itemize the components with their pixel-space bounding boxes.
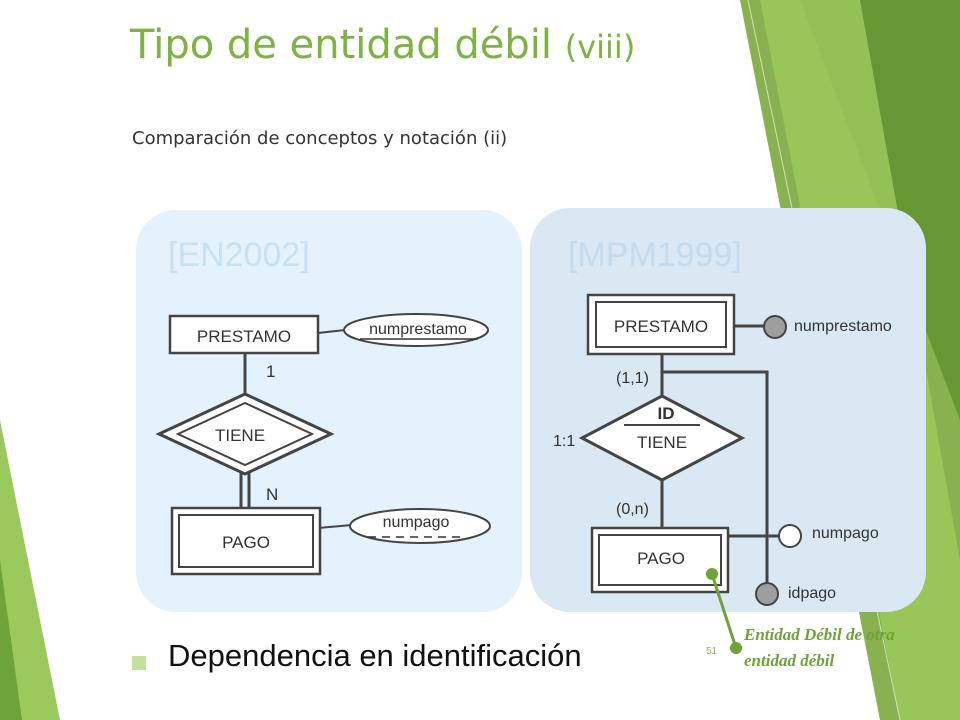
right-attr-idpago-dot xyxy=(755,582,779,606)
right-line-owner-idpago xyxy=(662,370,769,592)
left-relationship-tiene-inner xyxy=(175,401,315,467)
annotation-pointer-dot-top xyxy=(706,568,718,580)
right-attr-numprestamo-dot xyxy=(763,315,787,339)
annotation-text: Entidad Débil de otra entidad débil xyxy=(744,625,895,670)
annotation-pointer-line xyxy=(710,573,738,649)
right-relationship-tiene-label: TIENE xyxy=(637,433,687,452)
left-relationship-tiene-label: TIENE xyxy=(215,426,265,445)
left-entity-pago xyxy=(170,506,322,576)
left-card-owner: 1 xyxy=(266,362,275,381)
left-entity-pago-label: PAGO xyxy=(222,533,270,552)
left-relationship-tiene xyxy=(155,392,335,476)
left-entity-pago-inner xyxy=(178,514,314,568)
right-attr-numpago-dot xyxy=(778,524,802,548)
page-number: 51 xyxy=(706,646,718,657)
right-attr-numpago-label: numpago xyxy=(812,525,879,542)
left-attr-numpago xyxy=(349,508,491,544)
deco-shape-left-corner xyxy=(0,420,60,720)
right-attr-numprestamo-label: numprestamo xyxy=(794,318,892,335)
bullet-text: Dependencia en identificación xyxy=(168,638,582,673)
right-panel-label: [MPM1999] xyxy=(568,236,742,274)
bullet-square-icon xyxy=(132,656,146,670)
right-entity-prestamo xyxy=(586,293,736,356)
right-entity-pago-inner xyxy=(598,534,722,586)
left-attr-numpago-label: numpago xyxy=(383,514,450,531)
left-entity-prestamo xyxy=(168,314,320,355)
right-relationship-tiene xyxy=(578,394,746,482)
right-entity-pago xyxy=(590,526,730,594)
right-card-owner: (1,1) xyxy=(616,370,649,387)
right-relationship-id-label: ID xyxy=(658,404,675,423)
slide-title: Tipo de entidad débil (viii) xyxy=(130,22,635,68)
left-panel-label: [EN2002] xyxy=(168,236,310,274)
right-attr-idpago-label: idpago xyxy=(788,585,836,602)
right-entity-prestamo-inner xyxy=(595,301,727,348)
right-entity-prestamo-label: PRESTAMO xyxy=(614,317,708,336)
right-ratio-label: 1:1 xyxy=(553,433,575,450)
left-entity-prestamo-label: PRESTAMO xyxy=(197,327,291,346)
left-attr-numprestamo-label: numprestamo xyxy=(369,321,467,338)
right-card-weak: (0,n) xyxy=(616,501,649,518)
left-line-weak-attr xyxy=(317,524,353,529)
left-card-weak: N xyxy=(266,485,278,504)
left-attr-numprestamo xyxy=(343,313,489,347)
title-main: Tipo de entidad débil xyxy=(130,22,552,68)
title-suffix: (viii) xyxy=(564,28,636,66)
right-entity-pago-label: PAGO xyxy=(637,549,685,568)
slide-subtitle: Comparación de conceptos y notación (ii) xyxy=(132,128,508,149)
annotation-pointer-dot-bottom xyxy=(730,642,742,654)
deco-shape-left-corner-dark xyxy=(0,560,22,720)
left-line-owner-attr xyxy=(317,329,346,334)
